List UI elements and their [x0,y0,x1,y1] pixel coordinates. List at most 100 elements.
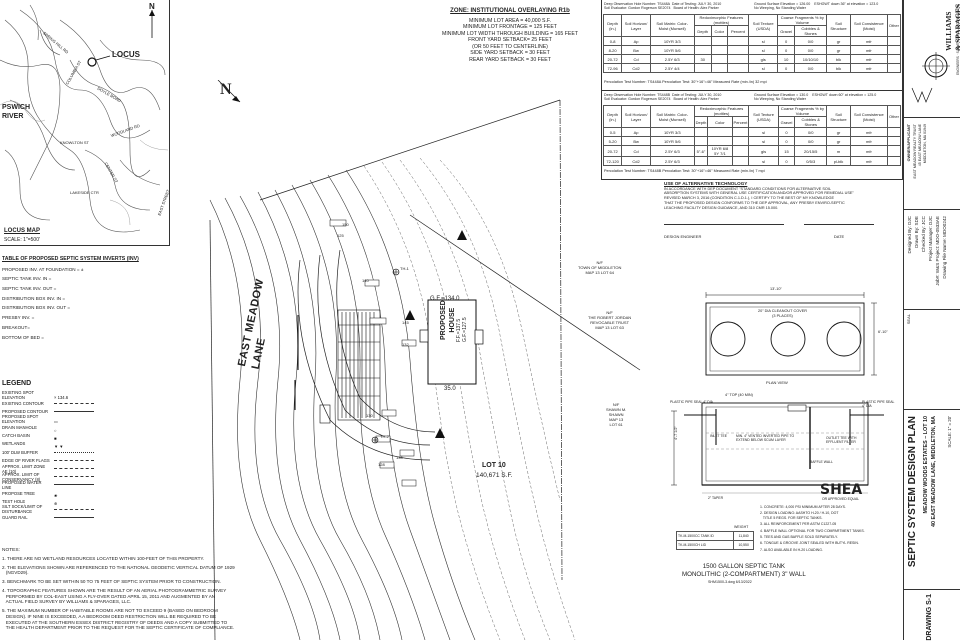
table-cell: sl [748,127,779,137]
table-cell [707,136,733,146]
invert-row: SEPTIC TANK INV. OUT = [2,285,57,291]
street-label-3: KNOWLTON ST [60,140,89,145]
legend-item: EXISTING CONTOUR [2,399,98,407]
septic-tank-detail [671,292,884,494]
table-cell: blk [826,63,851,73]
test-hole-label-2: TH-2 [380,434,389,439]
design-engineer-label: DESIGN ENGINEER [664,234,702,240]
table-cell [726,54,750,64]
tank-label-outlet-tee: OUTLET TEE WITH EFFLUENT FILTER [826,436,857,445]
zoning-line-4: FRONT YARD SETBACK= 25 FEET [468,37,552,43]
locus-map-drawing [0,4,169,233]
table-cell: 5-20 [602,136,623,146]
leach-field [337,309,381,421]
contour-label-7: 132 [402,342,409,347]
legend-item: WETLANDS▼ ▼ [2,441,64,449]
table-cell: Cd [621,54,651,64]
tank-label-taper: 2" TAPER [708,496,724,500]
table-cell: Ap [621,127,651,137]
soil-log-table: Depth (in.) Soil Horizon/ Layer Soil Mat… [602,14,902,73]
table-cell: 10 [777,54,795,64]
tank-weight-header: WEIGHT [734,525,749,529]
table-cell: gls [748,54,779,64]
alt-tech-line: THAT THE PROPOSED DESIGN CONFORMS TO THE… [664,200,845,205]
note-line: 4. TOPOGRAPHIC FEATURES SHOWN ARE THE RE… [2,587,227,593]
firm-emblem [911,52,950,103]
table-cell [886,156,902,166]
legend-item: 100' DLW BUFFER [2,448,98,456]
lot-label: LOT 10 [482,462,506,469]
alt-tech-line: LEACHING FACILITY DESIGN GUIDANCE, AND 3… [664,205,779,210]
notes: NOTES: 1. THERE ARE NO WETLAND RESOURCES… [2,548,342,631]
table-cell: 5"-6" [693,145,709,157]
legend-item: SILT SOCK/LIMIT OF DISTURBANCE [2,504,98,514]
prep-line: Drawn By: SDE [914,216,919,248]
table-cell: sl [748,63,779,73]
table-cell: 10/10/10 [793,54,828,64]
tank-brand-sub: OR APPROVED EQUAL [822,497,860,501]
tank-dim-length: 13'-10" [770,287,782,291]
note-line: ACTUAL FIELD SURVEY BY WILLIAMS & SPARAG… [2,599,132,605]
invert-row: BREAKOUT= [2,324,30,330]
table-cell: mfr [849,127,888,137]
legend-item: DRAIN MANHOLE○ [2,425,57,433]
soil-log-perc: Percolation Test Number: TS448A Percolat… [604,80,767,84]
table-cell: Cd2 [621,63,651,73]
table-cell: gr [826,36,851,46]
soil-log-header-left: Deep Observation Hole Number: TS448B Dat… [604,93,722,102]
table-cell: mfr [849,145,888,157]
table-cell [886,145,902,157]
table-cell: 10YR 5/6 [649,136,695,146]
legend-item: APPROX. LIMIT OF CONSERVANCY (8) [2,472,98,482]
table-cell [886,36,902,46]
firm-sub: ENGINEERS · SURVEYORS · LAND PLANNERS [956,4,960,75]
house-dim-35: 35.0 [444,386,456,392]
table-cell: Bw [621,45,651,55]
table-cell: 0 [777,127,796,137]
table-cell: 10YR 3/3 [649,127,695,137]
proposed-house [419,299,484,385]
tank-dim-height: 4'-7 1/2" [674,426,678,440]
alt-tech-line: ABSORPTION SYSTEMS WITH GENERAL USE CERT… [664,191,854,196]
table-cell [886,127,902,137]
table-cell: 10YR 5/6 [649,45,695,55]
alt-tech-line: IN ACCORDANCE WITH DEP DOCUMENT "STANDAR… [664,186,832,191]
legend-item: CATCH BASIN■ [2,433,57,441]
table-cell: 0 [777,156,796,166]
tank-caption-sub: SHM1500-3.dwg 6/13/2022 [708,580,752,584]
table-cell [693,127,709,137]
table-cell [710,54,728,64]
table-cell [693,45,712,55]
street-label-7: LAKESIDE CTR [70,190,99,195]
legend: LEGEND EXISTING SPOT ELEVATION× 134.6 EX… [2,380,98,522]
legend-title: LEGEND [2,380,32,387]
table-cell [726,63,750,73]
contour-label-2: 130 [366,413,373,418]
contour-label-6: 150 [342,222,349,227]
legend-item: EDGE OF RIVER FLAGS [2,456,98,464]
soil-log-perc: Percolation Test Number: TS448B Percolat… [604,169,765,173]
table-cell: mfr [849,156,888,166]
table-cell: sl [748,136,779,146]
table-cell [693,36,712,46]
table-cell: Ap [621,36,651,46]
table-cell: m [826,145,851,157]
abutter-2: N/F THE ROBERT JORDAN REVOCABLE TRUST MA… [588,310,632,330]
table-cell: gr [826,127,851,137]
tank-spec-line: 7. ALSO AVAILABLE IN H-20 LOADING. [760,547,823,552]
legend-item: PROPOSED WATER LINE [2,480,98,490]
table-cell: gls [748,145,779,157]
table-cell [731,156,750,166]
site-plan [209,80,641,640]
firm-logo: WILLIAMS & SPARAGES ENGINEERS · SURVEYOR… [904,0,960,118]
tank-plan-view-label: PLAN VIEW [766,380,788,385]
table-cell: blk [826,54,851,64]
table-cell: 2.5Y 4/4 [649,63,695,73]
alt-tech-line: REVISED MARCH 3, 2016 (CONDITION C.1.D.1… [664,196,834,201]
prep-line: Checked By: JCC [921,216,926,253]
table-cell [710,45,728,55]
invert-row: DISTRIBUTION BOX INV. OUT = [2,305,71,311]
note-line: 1. THERE ARE NO WETLAND RESOURCES LOCATE… [2,555,205,561]
